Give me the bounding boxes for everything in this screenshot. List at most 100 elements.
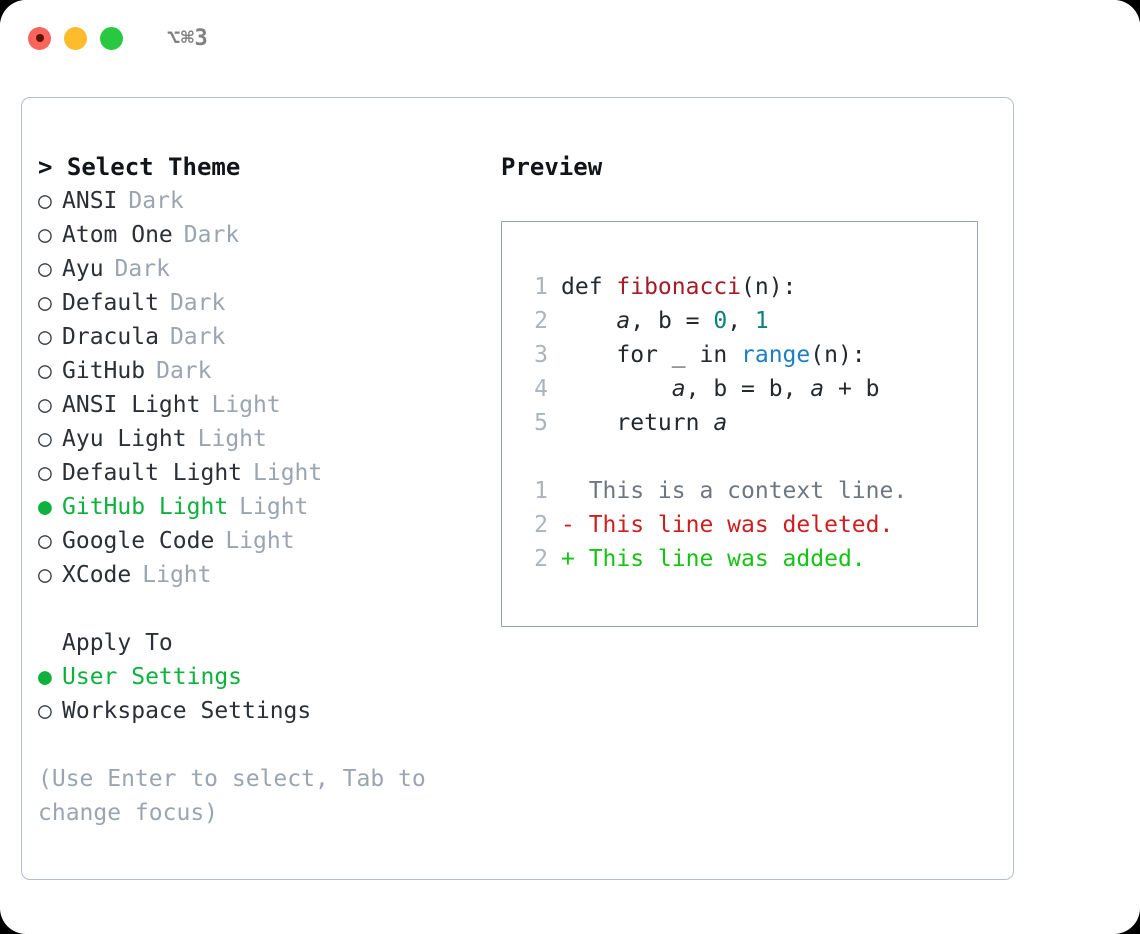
preview-heading: Preview	[501, 153, 603, 181]
diff-line-del: 2 - This line was deleted.	[520, 508, 977, 542]
code-token-plain: return	[561, 410, 714, 436]
code-token-plain: ,	[727, 308, 755, 334]
theme-option-label: ANSI	[62, 188, 118, 214]
code-token-var: a	[713, 410, 728, 436]
window-controls	[28, 26, 123, 50]
select-theme-heading: > Select Theme	[38, 153, 241, 181]
radio-unselected-icon: ○	[38, 698, 52, 724]
radio-unselected-icon: ○	[38, 562, 52, 588]
theme-option-label: Ayu Light	[62, 426, 187, 452]
radio-unselected-icon: ○	[38, 460, 52, 486]
diff-line-text: + This line was added.	[561, 546, 866, 572]
diff-line-number: 2	[534, 512, 548, 538]
code-token-plain: for _ in	[561, 342, 742, 368]
theme-option-label: XCode	[62, 562, 132, 588]
theme-variant-badge: Dark	[128, 188, 184, 214]
theme-option-label: Google Code	[62, 528, 215, 554]
theme-option-3[interactable]: ○ Default Dark	[38, 286, 478, 320]
minimize-window-button[interactable]	[64, 26, 87, 50]
radio-unselected-icon: ○	[38, 392, 52, 418]
theme-variant-badge: Dark	[114, 256, 170, 282]
apply-to-heading: Apply To	[62, 630, 173, 656]
theme-variant-badge: Dark	[183, 222, 240, 248]
apply-to-option-1[interactable]: ○ Workspace Settings	[38, 694, 478, 728]
theme-option-8[interactable]: ○ Default Light Light	[38, 456, 478, 490]
theme-option-7[interactable]: ○ Ayu Light Light	[38, 422, 478, 456]
code-token-var: a	[616, 308, 631, 334]
diff-line-add: 2 + This line was added.	[520, 542, 977, 576]
theme-variant-badge: Dark	[156, 358, 212, 384]
diff-line-text: - This line was deleted.	[561, 512, 894, 538]
code-line-number: 3	[534, 342, 548, 368]
code-token-plain: + b	[824, 376, 880, 402]
diff-line-number: 2	[534, 546, 548, 572]
code-line-2: 2 a, b = 0, 1	[520, 304, 977, 338]
code-token-var: a	[671, 376, 686, 402]
radio-unselected-icon: ○	[38, 528, 52, 554]
zoom-window-button[interactable]	[100, 26, 123, 50]
keyboard-hint-text: (Use Enter to select, Tab to change focu…	[38, 766, 440, 826]
title-bar: ⌥⌘3	[0, 0, 1140, 76]
theme-option-0[interactable]: ○ ANSI Dark	[38, 184, 478, 218]
theme-option-label: ANSI Light	[62, 392, 201, 418]
theme-option-label: Dracula	[62, 324, 159, 350]
close-window-button[interactable]	[28, 26, 51, 50]
code-token-call: range	[741, 342, 811, 368]
theme-variant-badge: Light	[253, 460, 323, 486]
radio-unselected-icon: ○	[38, 290, 52, 316]
diff-line-number: 1	[534, 478, 548, 504]
theme-option-label: GitHub Light	[62, 494, 229, 520]
code-token-plain: (n):	[741, 274, 797, 300]
code-line-4: 4 a, b = b, a + b	[520, 372, 977, 406]
diff-line-ctx: 1 This is a context line.	[520, 474, 977, 508]
code-line-number: 4	[534, 376, 548, 402]
code-token-var: a	[810, 376, 825, 402]
radio-selected-icon: ●	[38, 664, 52, 690]
apply-to-option-label: Workspace Settings	[62, 698, 312, 724]
code-token-plain: , b =	[630, 308, 714, 334]
code-token-num: 1	[754, 308, 769, 334]
theme-option-4[interactable]: ○ Dracula Dark	[38, 320, 478, 354]
theme-option-label: Default	[62, 290, 159, 316]
radio-unselected-icon: ○	[38, 222, 52, 248]
radio-unselected-icon: ○	[38, 256, 52, 282]
theme-variant-badge: Light	[225, 528, 295, 554]
radio-unselected-icon: ○	[38, 188, 52, 214]
theme-option-label: Default Light	[62, 460, 243, 486]
close-icon	[35, 34, 44, 42]
code-line-5: 5 return a	[520, 406, 977, 440]
apply-to-list[interactable]: ●User Settings ○ Workspace Settings	[38, 660, 478, 728]
radio-unselected-icon: ○	[38, 426, 52, 452]
apply-to-option-0[interactable]: ●User Settings	[38, 660, 478, 694]
theme-variant-badge: Dark	[169, 324, 226, 350]
code-token-plain: (n):	[810, 342, 866, 368]
diff-sample: 1 This is a context line. 2 - This line wa…	[520, 474, 977, 576]
code-line-number: 5	[534, 410, 548, 436]
radio-selected-icon: ●	[38, 494, 52, 520]
radio-unselected-icon: ○	[38, 324, 52, 350]
theme-option-10[interactable]: ○ Google Code Light	[38, 524, 478, 558]
code-token-plain: def	[561, 274, 617, 300]
code-line-number: 1	[534, 274, 548, 300]
theme-option-11[interactable]: ○ XCode Light	[38, 558, 478, 592]
radio-unselected-icon: ○	[38, 358, 52, 384]
theme-variant-badge: Light	[197, 426, 267, 452]
theme-variant-badge: Light	[142, 562, 212, 588]
diff-line-text: This is a context line.	[561, 478, 908, 504]
theme-variant-badge: Dark	[169, 290, 226, 316]
code-token-num: 0	[713, 308, 728, 334]
code-line-number: 2	[534, 308, 548, 334]
